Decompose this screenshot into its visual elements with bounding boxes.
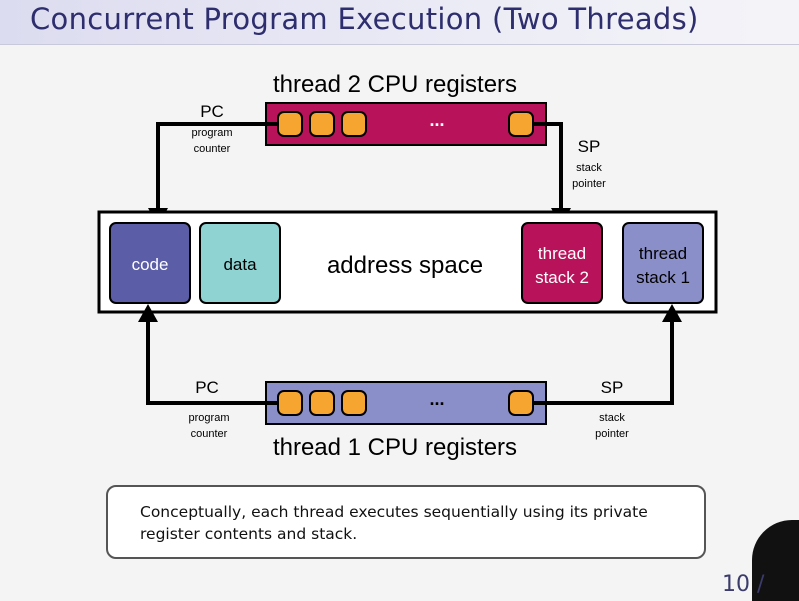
thread2-sp-label: SP <box>578 137 601 156</box>
thread1-pc-arrowhead <box>138 304 158 322</box>
thread2-pc-desc-1: program <box>192 127 233 139</box>
thread-stack-2 <box>521 222 603 304</box>
thread2-pc-desc-2: counter <box>194 143 231 155</box>
thread1-pc-desc-1: program <box>189 412 230 424</box>
thread1-sp-desc-2: pointer <box>595 428 629 440</box>
thread2-register-cell <box>508 111 534 137</box>
thread1-pc-arrow <box>146 314 278 405</box>
data-segment <box>199 222 281 304</box>
thread1-sp-arrow <box>533 314 674 405</box>
thread-stack-1-label-2: stack 1 <box>636 268 690 287</box>
code-segment <box>109 222 191 304</box>
data-label: data <box>223 255 257 274</box>
thread1-pc-label: PC <box>195 378 219 397</box>
thread-stack-2-label-2: stack 2 <box>535 268 589 287</box>
thread-stack-2-label-1: thread <box>538 244 586 263</box>
thread1-register-bar <box>265 381 547 425</box>
thread1-register-cell <box>277 390 303 416</box>
thread1-register-cell <box>341 390 367 416</box>
thread2-register-cell <box>309 111 335 137</box>
thread2-pc-arrow <box>156 122 278 214</box>
thread1-pc-desc-2: counter <box>191 428 228 440</box>
thread1-sp-arrowhead <box>662 304 682 322</box>
address-space-label: address space <box>327 252 483 279</box>
thread2-registers-label: thread 2 CPU registers <box>273 71 517 98</box>
thread2-register-bar <box>265 102 547 146</box>
page-number: 10 / <box>722 572 765 597</box>
thread1-registers-label: thread 1 CPU registers <box>273 434 517 461</box>
code-label: code <box>132 255 169 274</box>
thread-stack-1 <box>622 222 704 304</box>
thread1-ellipsis: ... <box>429 389 444 409</box>
thread1-sp-desc-1: stack <box>599 412 625 424</box>
slide-title: Concurrent Program Execution (Two Thread… <box>30 2 699 36</box>
thread2-sp-desc-2: pointer <box>572 178 606 190</box>
note-text: Conceptually, each thread executes seque… <box>140 503 648 543</box>
thread-stack-1-label-1: thread <box>639 244 687 263</box>
thread2-sp-desc-1: stack <box>576 162 602 174</box>
note-box: Conceptually, each thread executes seque… <box>106 485 706 559</box>
thread2-register-cell <box>277 111 303 137</box>
title-bar: Concurrent Program Execution (Two Thread… <box>0 0 799 45</box>
thread2-pc-label: PC <box>200 102 224 121</box>
thread2-ellipsis: ... <box>429 110 444 130</box>
thread1-sp-label: SP <box>601 378 624 397</box>
thread1-register-cell <box>508 390 534 416</box>
thread2-sp-arrow <box>533 122 563 214</box>
thread1-register-cell <box>309 390 335 416</box>
thread2-register-cell <box>341 111 367 137</box>
